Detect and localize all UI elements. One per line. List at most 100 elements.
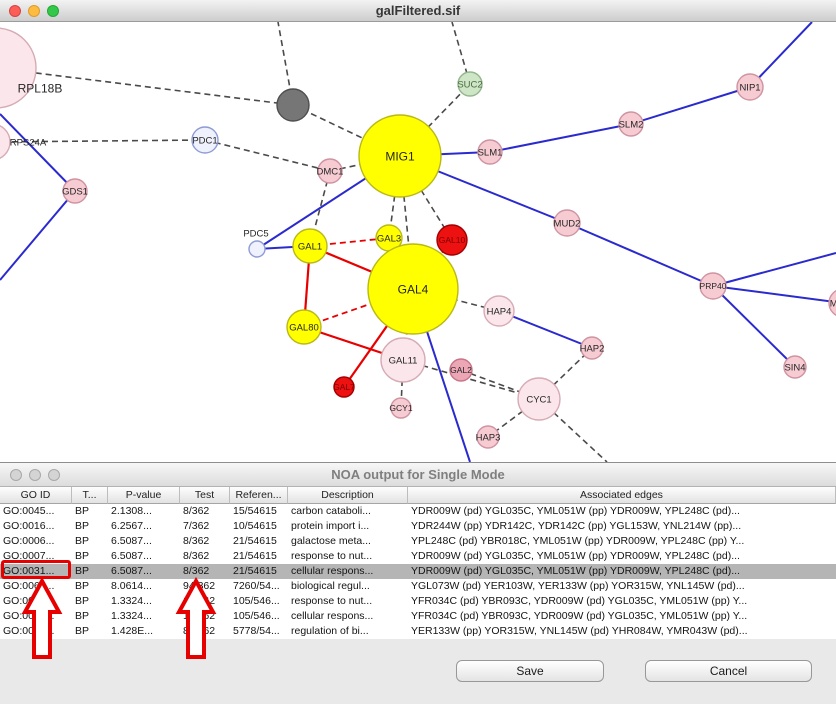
edge-gds1-pt[interactable] [0,113,76,192]
node-circle-dmc1[interactable] [317,158,343,184]
node-circle-pdc5[interactable] [248,240,266,258]
edge-rpl18b-graynode[interactable] [0,67,294,106]
column-header-go-id[interactable]: GO ID [0,487,72,504]
node-gal1[interactable]: GAL1 [292,228,328,264]
node-circle-graynode[interactable] [276,88,310,122]
column-header-associated-edges[interactable]: Associated edges [408,487,836,504]
table-cell: 1.3324... [111,595,152,607]
edge-mig1-suc2[interactable] [399,83,471,157]
node-hap2[interactable]: HAP2 [580,336,605,360]
network-graph[interactable]: RPL18BRPS24AGDS1PDC1DMC1MIG1SUC2SLM1SLM2… [0,22,836,462]
node-sin4[interactable]: SIN4 [783,355,807,379]
edge-hap4-hap2[interactable] [498,310,593,349]
node-circle-pdc1[interactable] [191,126,219,154]
node-circle-gal2[interactable] [449,358,473,382]
node-slm1[interactable]: SLM1 [477,139,503,165]
column-header-referen[interactable]: Referen... [230,487,288,504]
edge-prp40-msn[interactable] [712,285,836,304]
node-nip1[interactable]: NIP1 [736,73,764,101]
node-circle-rpl18b[interactable] [0,27,37,109]
network-window-titlebar[interactable]: galFiltered.sif [0,0,836,22]
node-circle-msn[interactable] [828,289,836,317]
minimize-button[interactable] [28,5,40,17]
edge-nip1-pt[interactable] [749,22,813,88]
edge-mud2-prp40[interactable] [566,222,714,287]
node-circle-gal4[interactable] [367,243,459,335]
zoom-button[interactable] [47,5,59,17]
node-mig1[interactable]: MIG1 [358,114,442,198]
edge-slm1-slm2[interactable] [489,123,632,153]
node-circle-suc2[interactable] [457,71,483,97]
node-gal2[interactable]: GAL2 [449,358,473,382]
edge-mig1-gal10[interactable] [399,155,453,241]
node-gal80[interactable]: GAL80 [286,309,322,345]
column-header-p-value[interactable]: P-value [108,487,180,504]
node-slm2[interactable]: SLM2 [618,111,644,137]
column-header-t[interactable]: T... [72,487,108,504]
node-gal10[interactable]: GAL10 [436,224,468,256]
noa-window-titlebar[interactable]: NOA output for Single Mode [0,463,836,487]
node-circle-gal10[interactable] [436,224,468,256]
node-circle-slm2[interactable] [618,111,644,137]
node-pdc1[interactable]: PDC1 [191,126,219,154]
edge-gds1-pt[interactable] [0,190,76,281]
node-gcy1[interactable]: GCY1 [389,397,413,419]
edge-prp40-pt[interactable] [712,252,836,287]
node-circle-gal1[interactable] [292,228,328,264]
edge-pdc1-dmc1[interactable] [204,139,331,172]
node-circle-gal7[interactable] [333,376,355,398]
edge-prp40-sin4[interactable] [712,285,796,368]
close-button[interactable] [10,469,22,481]
node-suc2[interactable]: SUC2 [457,71,483,97]
save-button[interactable]: Save [456,660,604,682]
node-circle-mud2[interactable] [553,209,581,237]
node-circle-hap4[interactable] [483,295,515,327]
node-cyc1[interactable]: CYC1 [517,377,561,421]
node-circle-cyc1[interactable] [517,377,561,421]
node-circle-gcy1[interactable] [390,397,412,419]
node-circle-gal80[interactable] [286,309,322,345]
node-gal4[interactable]: GAL4 [367,243,459,335]
edge-slm2-nip1[interactable] [630,86,751,125]
node-prp40[interactable]: PRP40 [699,272,727,300]
node-graynode[interactable] [276,88,310,122]
node-circle-prp40[interactable] [699,272,727,300]
node-hap3[interactable]: HAP3 [476,425,501,449]
edge-gal11-cyc1[interactable] [402,359,540,400]
minimize-button[interactable] [29,469,41,481]
node-circle-rps24a[interactable] [0,124,11,160]
cancel-button[interactable]: Cancel [645,660,812,682]
node-circle-gal11[interactable] [380,337,426,383]
node-rpl18b[interactable]: RPL18B [0,27,62,109]
node-gal7[interactable]: GAL7 [333,376,355,398]
node-circle-mig1[interactable] [358,114,442,198]
node-circle-nip1[interactable] [736,73,764,101]
node-circle-hap3[interactable] [476,425,500,449]
close-button[interactable] [9,5,21,17]
node-hap4[interactable]: HAP4 [483,295,515,327]
node-circle-hap2[interactable] [580,336,604,360]
node-circle-gds1[interactable] [62,178,88,204]
edge-rps24a-pdc1[interactable] [0,139,206,143]
node-gds1[interactable]: GDS1 [62,178,88,204]
node-circle-sin4[interactable] [783,355,807,379]
column-header-test[interactable]: Test [180,487,230,504]
node-dmc1[interactable]: DMC1 [317,158,344,184]
node-msn[interactable]: MSN5 [828,289,836,317]
edge-gal2-cyc1[interactable] [460,369,540,400]
node-mud2[interactable]: MUD2 [553,209,581,237]
column-header-description[interactable]: Description [288,487,408,504]
node-circle-slm1[interactable] [477,139,503,165]
node-gal11[interactable]: GAL11 [380,337,426,383]
zoom-button[interactable] [48,469,60,481]
